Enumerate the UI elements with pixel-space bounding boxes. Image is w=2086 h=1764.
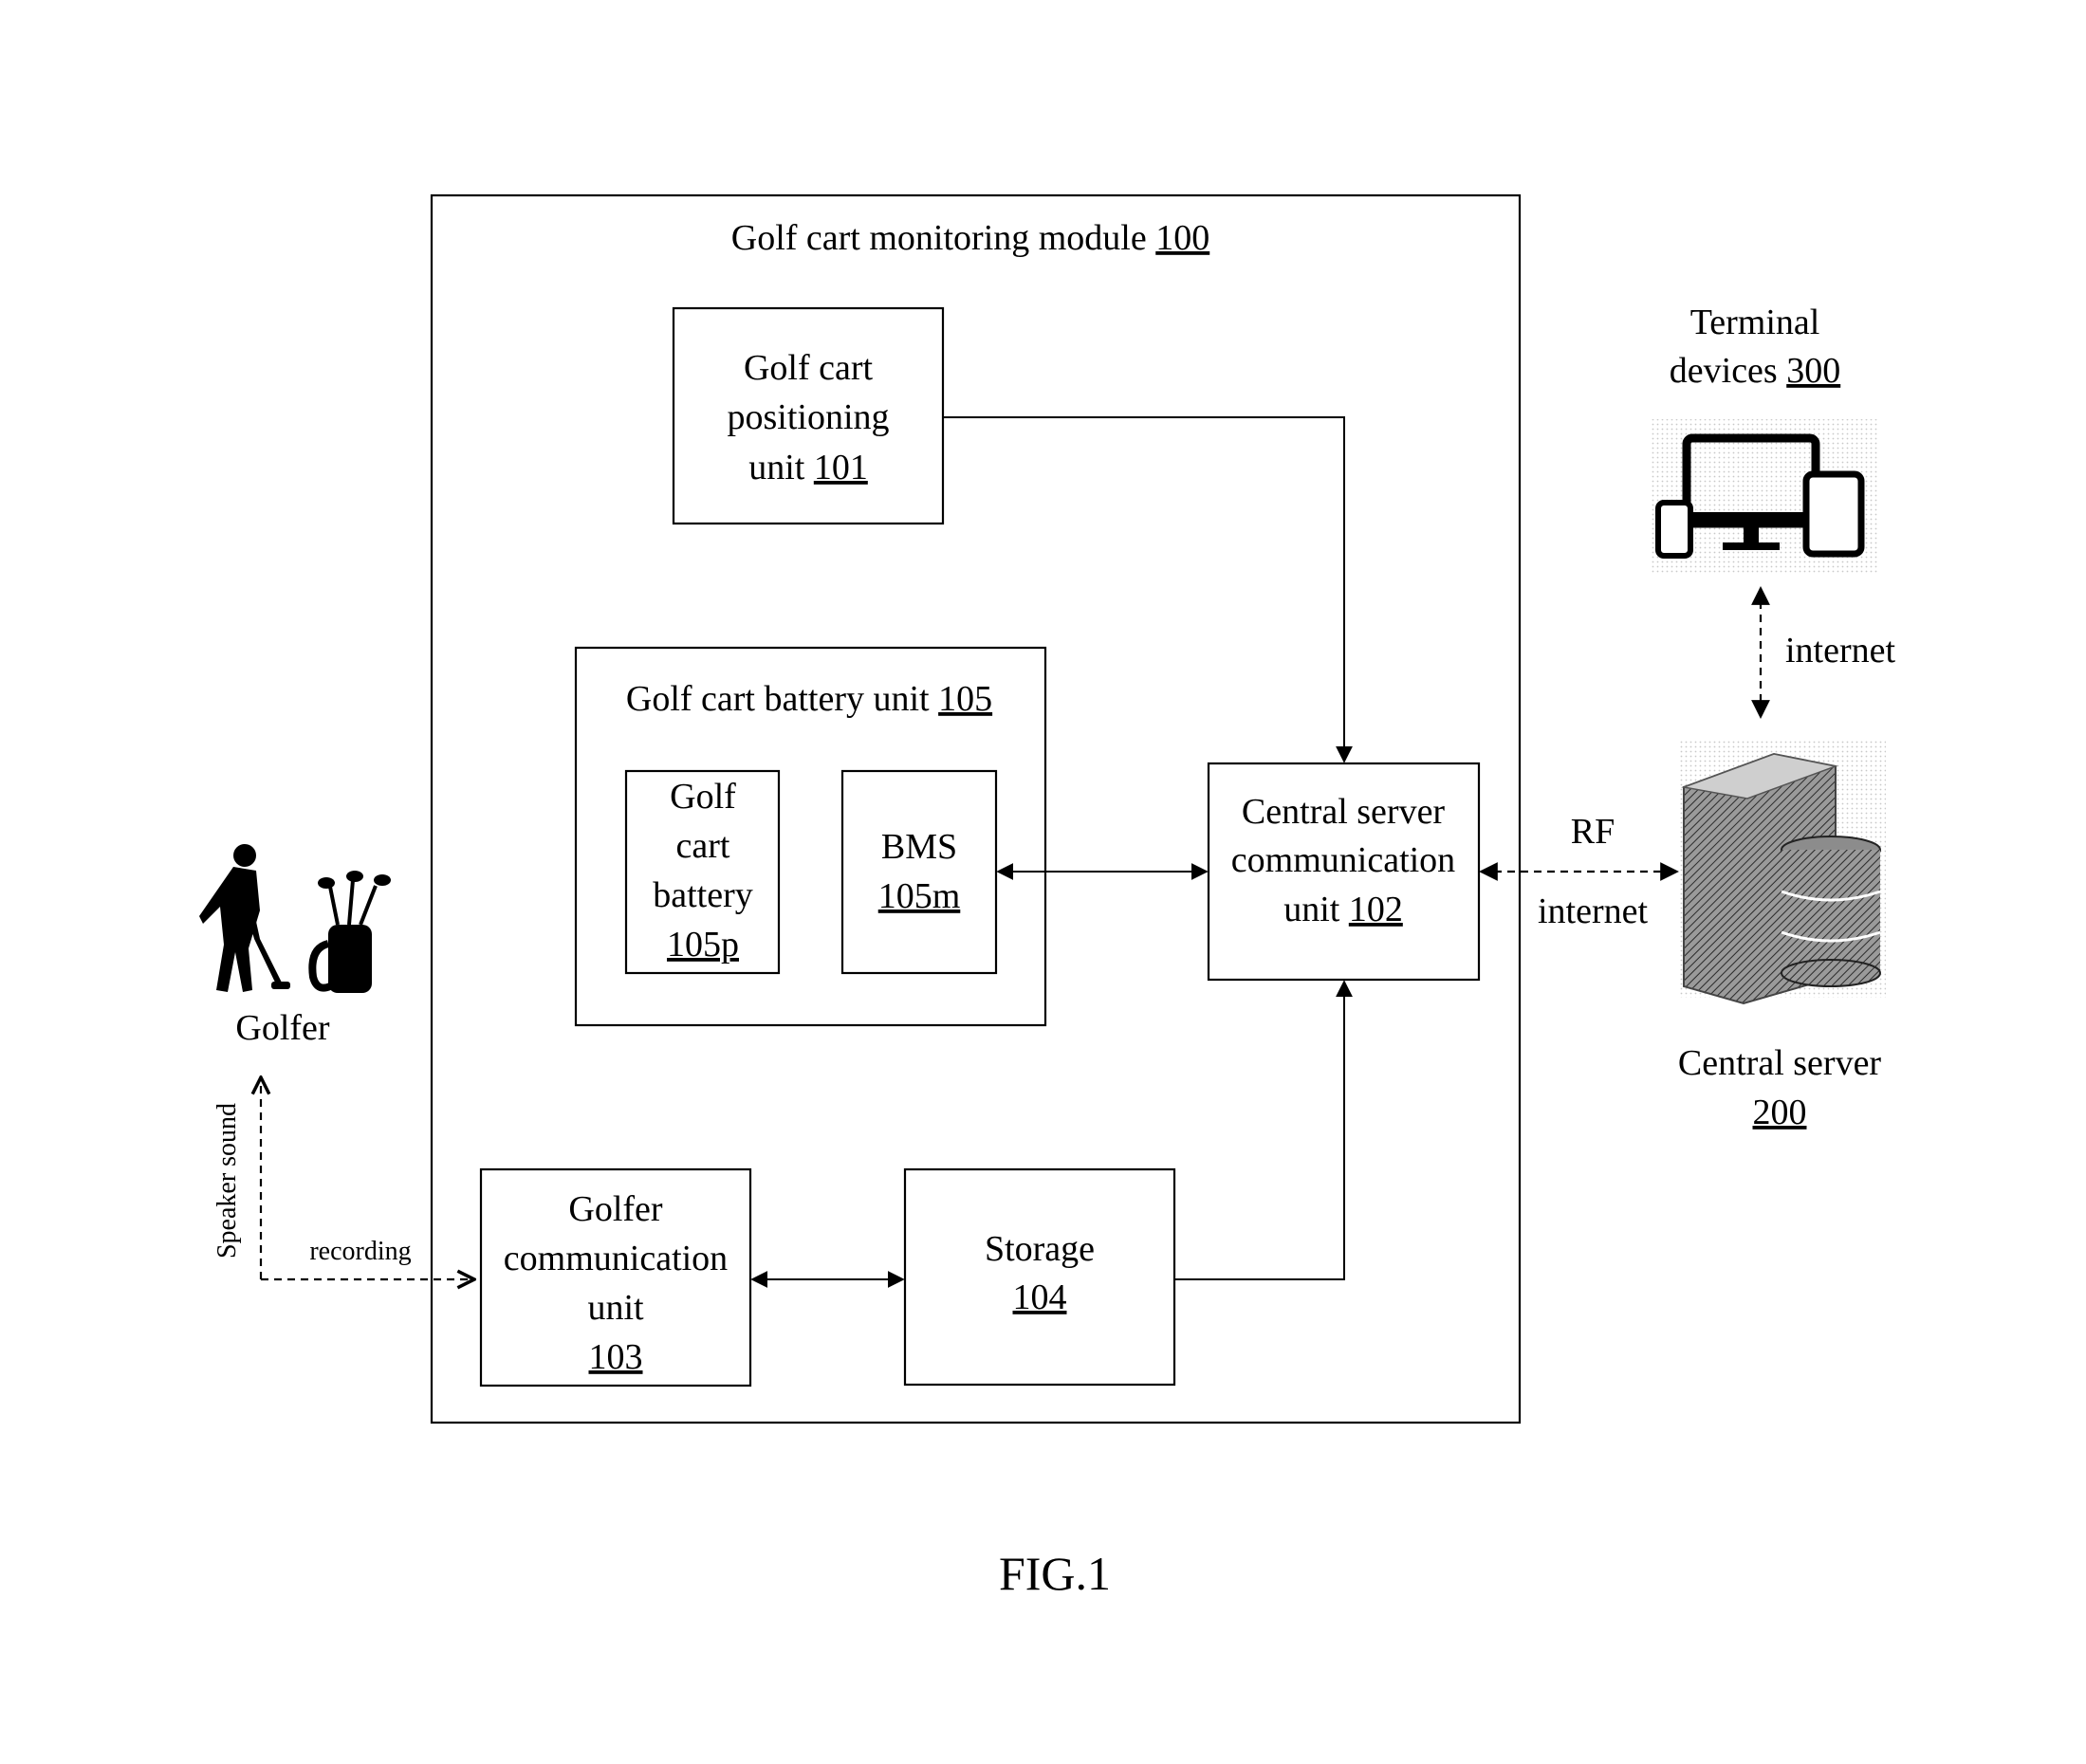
golfer-comm-ref: 103 bbox=[589, 1337, 643, 1377]
positioning-unit-box: Golf cart positioning unit 101 bbox=[672, 306, 945, 525]
terminal-internet-label: internet bbox=[1785, 631, 1896, 671]
golfer-comm-line3: unit bbox=[587, 1288, 644, 1328]
positioning-to-comm-arrow bbox=[943, 416, 1353, 763]
bms-label: BMS bbox=[881, 827, 957, 867]
comm-unit-box: Central server communication unit 102 bbox=[1207, 762, 1481, 982]
comm-unit-line1: Central server bbox=[1242, 792, 1446, 832]
storage-to-comm-arrow bbox=[1174, 980, 1353, 1280]
comm-unit-line3: unit 102 bbox=[1283, 890, 1403, 929]
server-ref: 200 bbox=[1753, 1093, 1807, 1132]
positioning-unit-line3: unit 101 bbox=[748, 448, 868, 487]
bms-box: BMS 105m bbox=[840, 769, 998, 975]
golfer-icon bbox=[199, 844, 290, 992]
recording-label: recording bbox=[309, 1237, 411, 1266]
battery-unit-box: Golf cart battery unit 105 bbox=[574, 646, 1047, 1027]
central-server: Central server 200 bbox=[1678, 740, 1886, 1132]
golfer-label: Golfer bbox=[235, 1008, 330, 1048]
battery-line1: Golf bbox=[670, 777, 736, 817]
server-icon bbox=[1679, 740, 1886, 1005]
battery-box: Golf cart battery 105p bbox=[624, 769, 781, 975]
battery-unit-title: Golf cart battery unit 105 bbox=[626, 679, 992, 719]
terminal-devices: Terminal devices 300 bbox=[1651, 303, 1878, 573]
rf-label: RF bbox=[1571, 812, 1615, 852]
comm-unit-ref: 102 bbox=[1349, 890, 1403, 929]
positioning-unit-line2: positioning bbox=[727, 397, 889, 437]
terminal-line1: Terminal bbox=[1690, 303, 1820, 342]
battery-unit-ref: 105 bbox=[938, 679, 992, 719]
devices-icon bbox=[1651, 419, 1878, 573]
golfer: Golfer bbox=[199, 844, 391, 1048]
module-ref: 100 bbox=[1155, 218, 1209, 258]
terminal-ref: 300 bbox=[1786, 351, 1840, 391]
terminal-line2: devices 300 bbox=[1670, 351, 1840, 391]
bms-ref: 105m bbox=[878, 876, 961, 916]
figure-caption: FIG.1 bbox=[999, 1547, 1111, 1600]
storage-label: Storage bbox=[985, 1229, 1095, 1269]
positioning-unit-line1: Golf cart bbox=[744, 348, 874, 388]
module-title: Golf cart monitoring module 100 bbox=[731, 218, 1209, 258]
server-line1: Central server bbox=[1678, 1043, 1882, 1083]
positioning-unit-ref: 101 bbox=[814, 448, 868, 487]
storage-box: Storage 104 bbox=[903, 1167, 1176, 1387]
golfer-comm-line2: communication bbox=[504, 1239, 728, 1278]
monitoring-module: Golf cart monitoring module 100 bbox=[430, 193, 1522, 1424]
speaker-label: Speaker sound bbox=[212, 1103, 242, 1259]
golf-bag-icon bbox=[308, 871, 391, 993]
server-internet-label: internet bbox=[1538, 891, 1649, 931]
battery-ref: 105p bbox=[667, 925, 739, 965]
battery-line2: cart bbox=[676, 826, 730, 866]
golfer-comm-line1: Golfer bbox=[568, 1189, 663, 1229]
storage-ref: 104 bbox=[1013, 1277, 1067, 1317]
battery-line3: battery bbox=[653, 875, 753, 915]
golfer-comm-box: Golfer communication unit 103 bbox=[479, 1167, 752, 1387]
comm-unit-line2: communication bbox=[1231, 840, 1455, 880]
